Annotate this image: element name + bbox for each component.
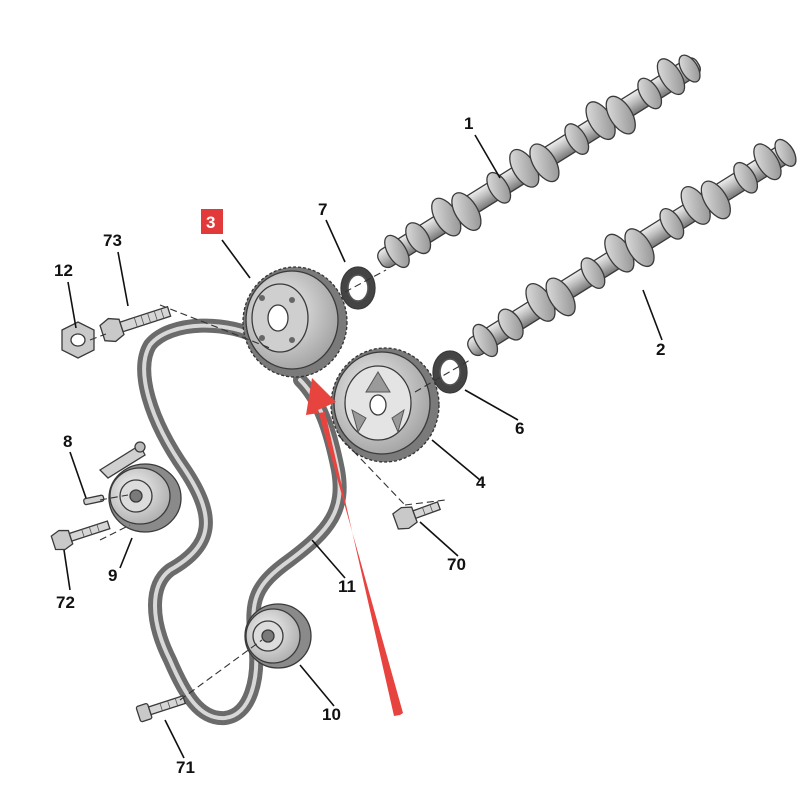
intake-camshaft	[377, 54, 701, 269]
upper-oil-seal	[340, 266, 376, 310]
callout-73: 73	[103, 231, 122, 250]
upper-sprocket-bolt	[99, 305, 172, 343]
callout-7: 7	[318, 200, 327, 219]
callout-6: 6	[515, 419, 524, 438]
nut	[61, 321, 95, 359]
callout-9: 9	[108, 566, 117, 585]
callout-1: 1	[464, 114, 473, 133]
tensioner-pin	[83, 494, 105, 506]
leader-lines	[63, 134, 663, 759]
callout-3: 3	[206, 213, 215, 232]
callout-12: 12	[54, 261, 73, 280]
callout-70: 70	[447, 555, 466, 574]
assembly-lines	[89, 269, 471, 701]
callout-3-highlight	[201, 209, 223, 234]
timing-belt	[137, 318, 347, 726]
callout-11: 11	[338, 577, 356, 596]
red-pointer-arrow	[306, 378, 403, 716]
idler-bolt	[135, 695, 187, 723]
lower-sprocket-bolt	[392, 501, 442, 530]
idler-pulley	[244, 603, 312, 669]
tensioner-bolt	[50, 520, 111, 551]
exhaust-camshaft	[467, 138, 797, 358]
timing-belt-inner-edge	[142, 323, 342, 721]
callout-8: 8	[63, 432, 72, 451]
callout-labels: 1 2 3 4 6 7 8 9 10 11 12 70 71 72 73	[54, 114, 665, 777]
callout-71: 71	[176, 758, 195, 777]
callout-4: 4	[476, 473, 486, 492]
lower-camshaft-sprocket	[330, 347, 440, 463]
callout-72: 72	[56, 593, 75, 612]
upper-camshaft-sprocket	[242, 266, 348, 378]
callout-10: 10	[322, 705, 341, 724]
lower-oil-seal	[432, 350, 468, 394]
tensioner-pulley	[98, 441, 182, 533]
callout-2: 2	[656, 340, 665, 359]
